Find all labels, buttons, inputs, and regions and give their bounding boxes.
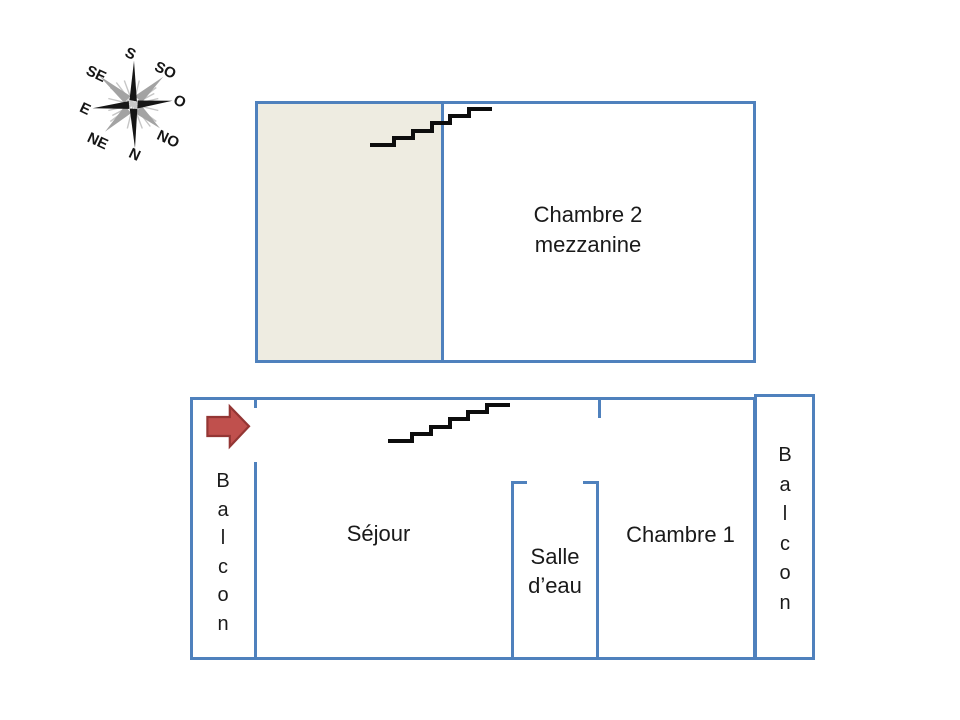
- svg-text:E: E: [77, 99, 93, 119]
- svg-text:NO: NO: [154, 127, 182, 152]
- svg-text:NE: NE: [85, 129, 111, 153]
- svg-text:SE: SE: [83, 62, 108, 86]
- svg-text:N: N: [126, 145, 143, 165]
- svg-text:S: S: [122, 44, 138, 64]
- svg-text:SO: SO: [152, 58, 179, 83]
- svg-text:O: O: [171, 92, 189, 112]
